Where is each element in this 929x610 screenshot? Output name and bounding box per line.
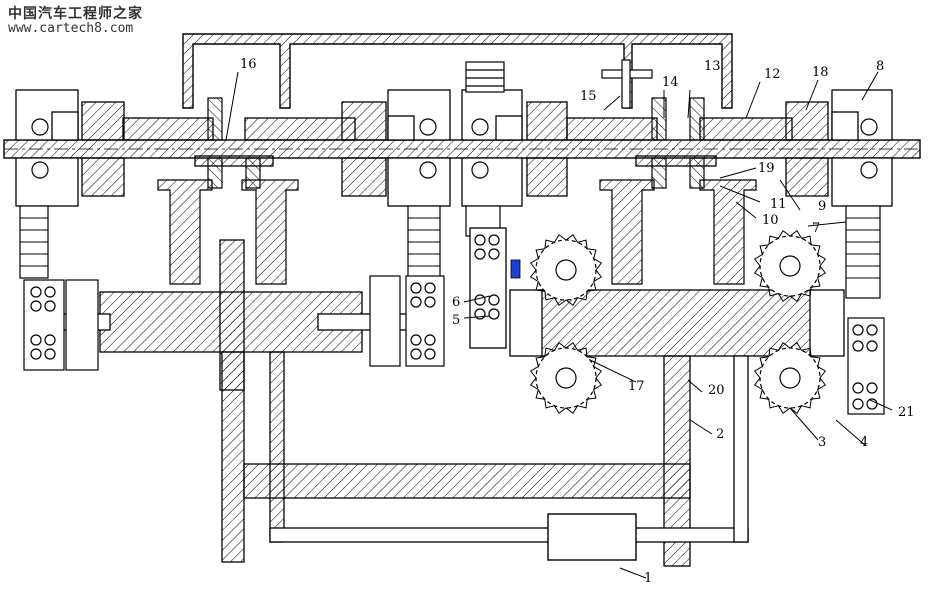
label-4: 4 [860, 435, 868, 450]
label-9: 9 [818, 199, 826, 214]
upper-frame [182, 33, 733, 109]
watermark-url: www.cartech8.com [8, 21, 134, 37]
pump-1 [547, 513, 637, 561]
label-7: 7 [812, 221, 820, 236]
label-14: 14 [662, 75, 679, 90]
hydraulic-loop [221, 351, 749, 567]
gear-tooth-outline [753, 229, 827, 303]
gear-teeth [753, 229, 827, 303]
main-shaft [3, 139, 921, 159]
lower-left-bearings [23, 275, 445, 371]
gear-tooth-outline [529, 233, 603, 307]
watermark: 中国汽车工程师之家 www.cartech8.com [8, 6, 143, 37]
label-5: 5 [452, 313, 460, 328]
label-19: 19 [758, 161, 775, 176]
label-18: 18 [812, 65, 829, 80]
gear-tooth-outline [753, 341, 827, 415]
label-3: 3 [818, 435, 826, 450]
accent-block [510, 259, 521, 279]
label-1: 1 [644, 571, 652, 586]
gear-teeth [529, 233, 603, 307]
shaft-hubs [81, 101, 829, 197]
gear-rack-stripes [20, 217, 880, 279]
label-2: 2 [716, 427, 724, 442]
label-6: 6 [452, 295, 460, 310]
label-10: 10 [762, 213, 779, 228]
gear-teeth [529, 341, 603, 415]
watermark-site-name: 中国汽车工程师之家 [8, 6, 143, 22]
label-17: 17 [628, 379, 645, 394]
label-11: 11 [770, 197, 787, 212]
label-15: 15 [580, 89, 597, 104]
label-20: 20 [708, 383, 725, 398]
label-16: 16 [240, 57, 257, 72]
label-8: 8 [876, 59, 884, 74]
part-labels: 16 15 14 13 12 18 8 19 11 9 10 7 6 5 17 … [240, 57, 915, 586]
fork-block-top [465, 61, 505, 93]
gear-tooth-outline [529, 341, 603, 415]
gear-teeth [753, 341, 827, 415]
gear-racks [19, 205, 881, 299]
shift-cylinders [157, 179, 757, 285]
label-12: 12 [764, 67, 781, 82]
lower-right-shaft [469, 227, 845, 357]
selector-rod-15 [621, 59, 631, 109]
bearing-balls-upper [31, 118, 878, 179]
lower-right-bearings [474, 234, 885, 415]
label-13: 13 [704, 59, 721, 74]
leader-lines [225, 71, 893, 579]
label-21: 21 [898, 405, 915, 420]
